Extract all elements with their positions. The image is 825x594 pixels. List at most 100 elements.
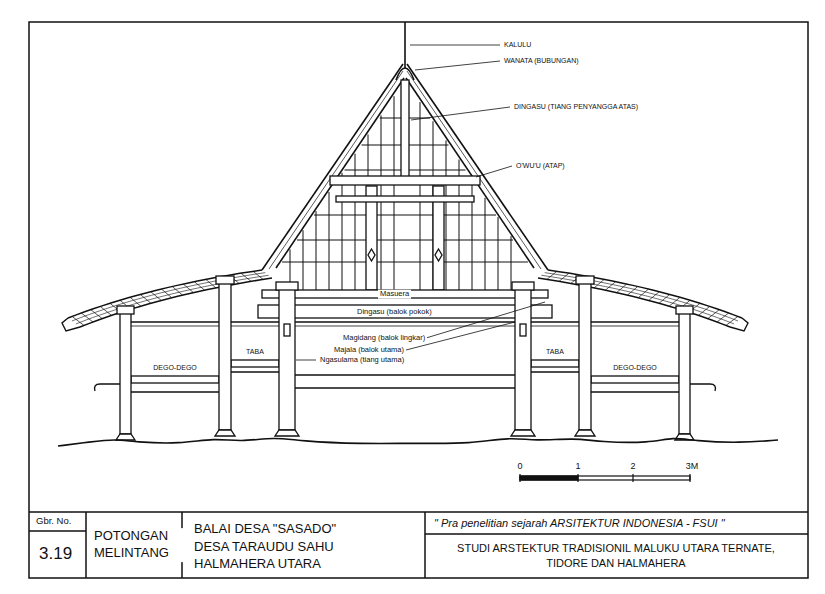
post bbox=[120, 312, 131, 434]
lower-roof-line bbox=[68, 270, 262, 318]
hook bbox=[95, 384, 120, 391]
bench-rail bbox=[131, 391, 219, 392]
scale-number: 3M bbox=[684, 461, 701, 471]
rafter-tick bbox=[547, 271, 557, 279]
title-block-line bbox=[424, 512, 426, 578]
drawing-number-heading: Gbr. No. bbox=[34, 516, 73, 527]
leader-line bbox=[410, 45, 500, 46]
rafter-tick bbox=[161, 289, 171, 298]
post-slot bbox=[520, 324, 526, 336]
rafter-tick bbox=[659, 294, 670, 303]
gable-stud bbox=[355, 154, 356, 290]
gable-stud bbox=[342, 173, 343, 290]
scale-tick bbox=[632, 474, 633, 482]
ring-beam bbox=[122, 326, 688, 327]
rafter-tick bbox=[253, 271, 263, 279]
eave-curl bbox=[62, 318, 80, 331]
post bbox=[219, 282, 231, 430]
gable-stud bbox=[329, 192, 330, 290]
rafter-tick bbox=[172, 286, 182, 295]
lower-roof-line bbox=[548, 270, 742, 318]
rafter-tick bbox=[183, 284, 193, 293]
part-label: Dingasu (balok pokok) bbox=[355, 307, 434, 316]
roof-edge bbox=[269, 71, 403, 269]
rafter-tick bbox=[669, 297, 680, 306]
scale-bar bbox=[520, 476, 578, 480]
part-label: DINGASU (TIANG PENYANGGA ATAS) bbox=[512, 103, 640, 111]
view-title: POTONGAN MELINTANG bbox=[92, 528, 184, 562]
hook bbox=[690, 384, 715, 391]
scale-bar bbox=[520, 476, 690, 480]
rafter-tick bbox=[72, 316, 84, 325]
part-label: KALULU bbox=[502, 41, 533, 49]
upper-frame bbox=[330, 80, 480, 290]
part-label: DEGO-DEGO bbox=[151, 364, 199, 372]
rafter-tick bbox=[616, 284, 626, 293]
ground-line bbox=[58, 438, 778, 446]
part-label: TABA bbox=[244, 348, 266, 356]
part-label: DEGO-DEGO bbox=[611, 364, 659, 372]
rafter-tick bbox=[559, 273, 569, 281]
rafter-tick bbox=[594, 279, 604, 287]
title-block-line bbox=[29, 511, 808, 513]
bench-plank bbox=[591, 376, 679, 383]
rafter-tick bbox=[241, 273, 251, 281]
roof-edge bbox=[262, 64, 403, 270]
main-beam bbox=[258, 305, 552, 318]
scale-tick bbox=[519, 474, 520, 482]
bench-plank bbox=[131, 376, 219, 383]
gable-stud bbox=[316, 211, 317, 290]
lower-roof-line bbox=[538, 278, 730, 327]
post-slot bbox=[284, 324, 290, 336]
rafter-tick bbox=[708, 310, 719, 319]
lower-roof-line bbox=[72, 273, 265, 321]
post-base bbox=[116, 434, 135, 440]
part-label: Majala (balok utama) bbox=[332, 346, 406, 355]
wall-plate bbox=[262, 290, 548, 298]
gable-batten bbox=[297, 240, 513, 241]
gable-stud bbox=[394, 96, 395, 290]
sheet-frame bbox=[29, 22, 808, 578]
upper-beam bbox=[330, 176, 480, 185]
study-title: STUDI ARSTEKTUR TRADISIONIL MALUKU UTARA… bbox=[449, 541, 783, 571]
leader-line bbox=[411, 107, 510, 120]
eave-curl bbox=[730, 318, 748, 331]
scale-bar bbox=[520, 474, 690, 482]
rafter-tick bbox=[100, 306, 111, 315]
lower-roof bbox=[62, 270, 748, 331]
rafter-tick bbox=[698, 306, 709, 315]
project-note: " Pra penelitian sejarah ARSITEKTUR INDO… bbox=[432, 517, 727, 530]
floor-rail bbox=[231, 371, 279, 372]
floor-rail bbox=[531, 371, 579, 372]
leader-line bbox=[426, 302, 545, 338]
beams bbox=[95, 290, 716, 392]
drawing-number: 3.19 bbox=[37, 544, 74, 564]
building-title: BALAI DESA "SASADO" DESA TARAUDU SAHU HA… bbox=[192, 520, 358, 573]
post-cap bbox=[512, 282, 534, 290]
upper-beam bbox=[336, 196, 474, 202]
rafter-tick bbox=[638, 289, 648, 298]
rafter-tick bbox=[130, 297, 141, 306]
rafter-tick bbox=[140, 294, 151, 303]
part-label: Masuera bbox=[378, 290, 411, 299]
gable-stud bbox=[381, 115, 382, 290]
post-cap bbox=[576, 276, 594, 284]
scale-number: 0 bbox=[515, 461, 524, 471]
rafter-tick bbox=[81, 313, 93, 322]
floor-rail bbox=[295, 387, 515, 388]
post bbox=[679, 312, 690, 434]
part-label: Ngasulama (tiang utama) bbox=[318, 356, 406, 365]
taba-plank bbox=[231, 360, 279, 367]
rafter-tick bbox=[649, 292, 660, 301]
part-label: O'WU'U (ATAP) bbox=[514, 162, 567, 170]
post-base bbox=[511, 430, 535, 436]
leader-line bbox=[415, 61, 500, 70]
scale-tick bbox=[577, 474, 578, 482]
part-label: WANATA (BUBUNGAN) bbox=[502, 57, 581, 65]
part-label: TABA bbox=[544, 348, 566, 356]
post-base bbox=[215, 430, 235, 436]
ring-beam bbox=[122, 321, 688, 322]
rafter-tick bbox=[91, 310, 102, 319]
upper-post bbox=[401, 80, 409, 180]
